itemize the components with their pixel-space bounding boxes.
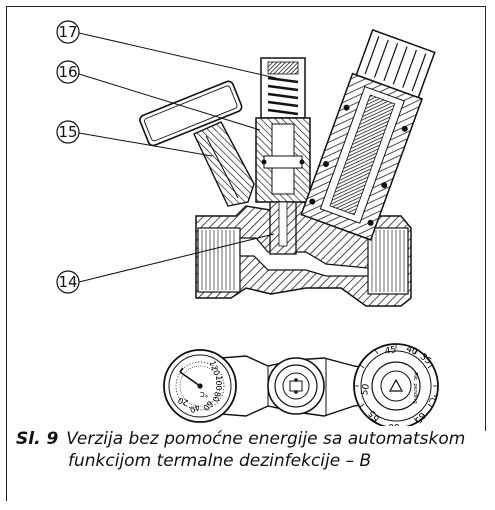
thermometer-scale-80: 80 (211, 391, 222, 403)
knob-scale-50: 50 (360, 383, 372, 396)
thermometer-unit: °C (200, 390, 209, 398)
caption-rule (6, 431, 7, 501)
figure-label: Sl. 9 (16, 429, 59, 449)
thermometer-scale-40: 40 (189, 402, 202, 414)
thermometer-dial: 120 100 80 60 40 20 °C (163, 349, 237, 423)
callout-15-label: 15 (58, 123, 77, 141)
caption-text-line-1: Verzija bez pomoćne energije sa automats… (66, 429, 466, 449)
knob-scale-45: 45 (384, 345, 397, 357)
temperature-knob: 35 40 45 50 55 60 65 °C Pat. pending (353, 343, 439, 426)
thermometer-scale-20: 20 (177, 395, 190, 407)
valve-technical-drawing: 17 16 15 14 (56, 20, 439, 426)
figure-caption: Sl. 9 Verzija bez pomoćne energije sa aut… (16, 428, 486, 472)
knob-marking: Pat. pending (412, 372, 418, 403)
knob-scale-unit: °C (427, 393, 438, 404)
middle-port (267, 357, 325, 415)
figure-border (6, 6, 486, 431)
caption-text-line-2: funkcijom termalne dezinfekcije – B (68, 451, 372, 471)
valve-front-view: 120 100 80 60 40 20 °C (163, 343, 439, 426)
knob-scale-40: 40 (405, 344, 419, 357)
thermometer-scale-100: 100 (214, 375, 223, 390)
caption-line-1: Sl. 9 Verzija bez pomoćne energije sa aut… (16, 428, 486, 450)
callout-17-label: 17 (58, 23, 77, 41)
callout-14-label: 14 (58, 273, 77, 291)
valve-section-view (139, 28, 436, 307)
callout-17: 17 (56, 20, 277, 79)
figure-frame: 17 16 15 14 (6, 6, 488, 502)
callout-16-label: 16 (58, 63, 77, 81)
knob-scale-60: 60 (388, 421, 400, 426)
callout-15: 15 (56, 120, 213, 157)
callout-16: 16 (56, 60, 261, 131)
callout-14: 14 (56, 233, 275, 294)
